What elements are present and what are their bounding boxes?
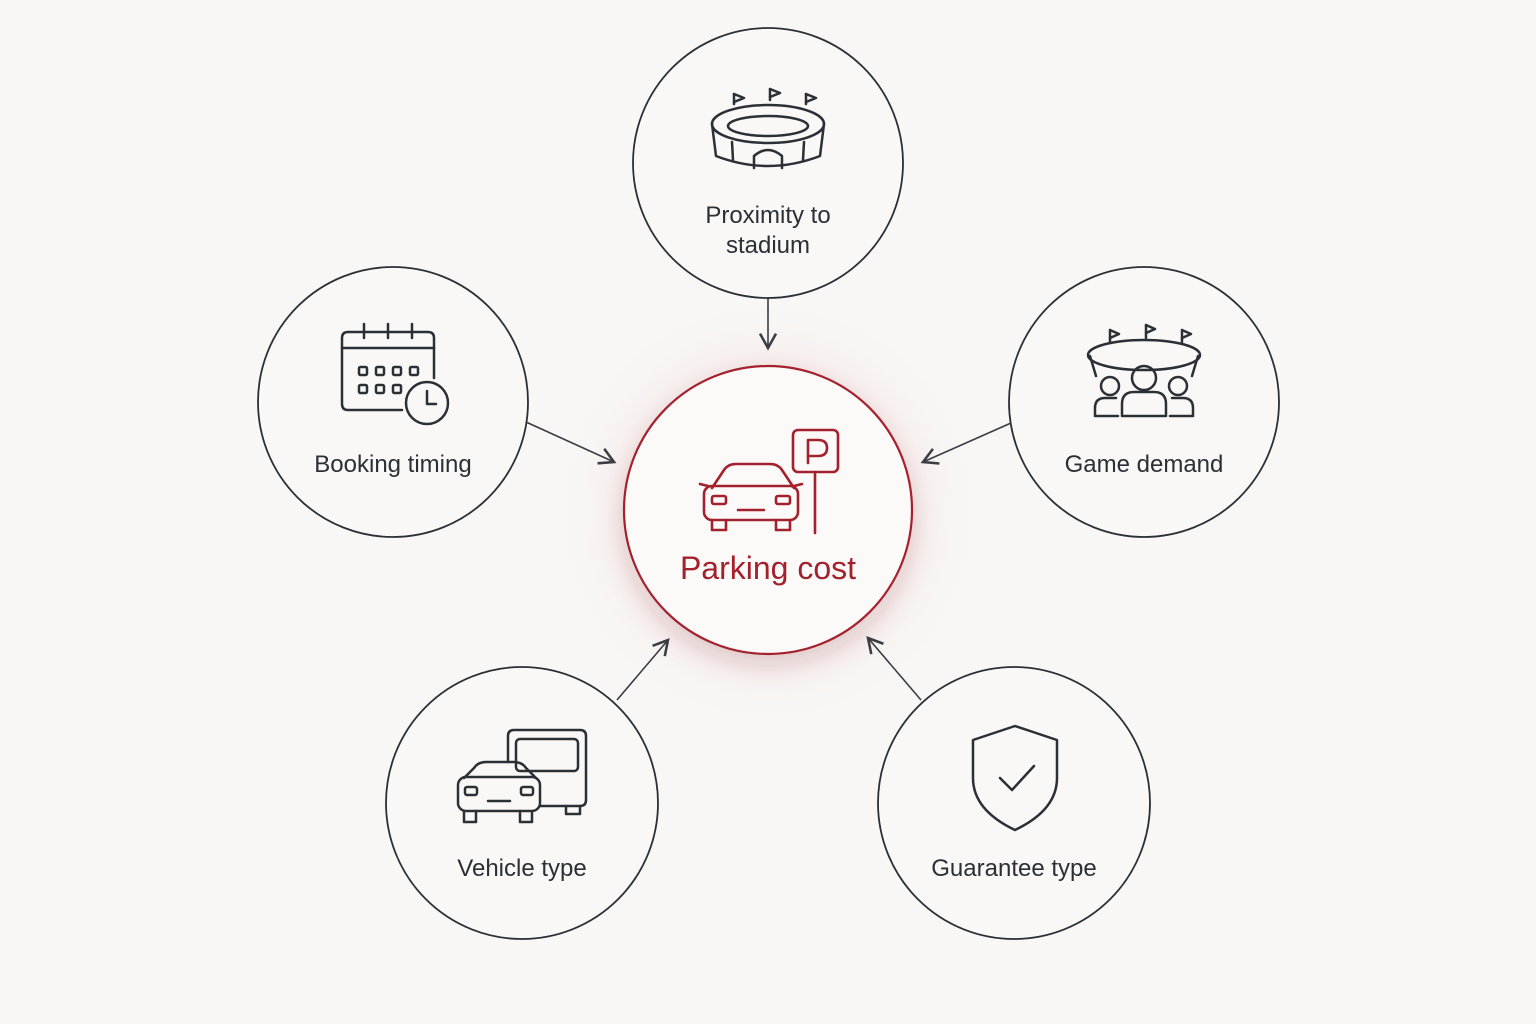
car-parking-sign-icon bbox=[698, 428, 840, 535]
factor-node-demand: Game demand bbox=[1008, 266, 1280, 538]
connectors bbox=[525, 298, 1012, 701]
shield-check-icon bbox=[971, 724, 1059, 832]
guarantee-circle bbox=[877, 666, 1151, 940]
proximity-label-line-1: Proximity to bbox=[705, 202, 830, 229]
arrow-guarantee bbox=[866, 635, 922, 701]
stadium-crowd-icon bbox=[1086, 323, 1202, 418]
demand-circle bbox=[1008, 266, 1280, 538]
factor-node-vehicle: Vehicle type bbox=[385, 666, 659, 940]
arrow-vehicle bbox=[616, 637, 670, 701]
booking-circle bbox=[257, 266, 529, 538]
arrow-demand bbox=[920, 422, 1012, 465]
proximity-circle bbox=[632, 27, 904, 299]
center-node: Parking cost bbox=[622, 364, 914, 656]
proximity-label-line-2: stadium bbox=[726, 232, 810, 259]
center-label: Parking cost bbox=[680, 550, 856, 586]
center-circle bbox=[622, 364, 914, 656]
vehicle-circle bbox=[385, 666, 659, 940]
booking-label: Booking timing bbox=[314, 451, 471, 478]
arrow-booking bbox=[525, 421, 617, 465]
vehicle-label: Vehicle type bbox=[457, 855, 586, 882]
car-and-truck-icon bbox=[456, 728, 588, 824]
guarantee-label: Guarantee type bbox=[931, 855, 1096, 882]
calendar-clock-icon bbox=[340, 322, 450, 426]
factor-node-proximity: Proximity to stadium bbox=[632, 27, 904, 299]
factor-node-guarantee: Guarantee type bbox=[877, 666, 1151, 940]
factor-node-booking: Booking timing bbox=[257, 266, 529, 538]
stadium-icon bbox=[710, 87, 826, 170]
demand-label: Game demand bbox=[1065, 451, 1224, 478]
